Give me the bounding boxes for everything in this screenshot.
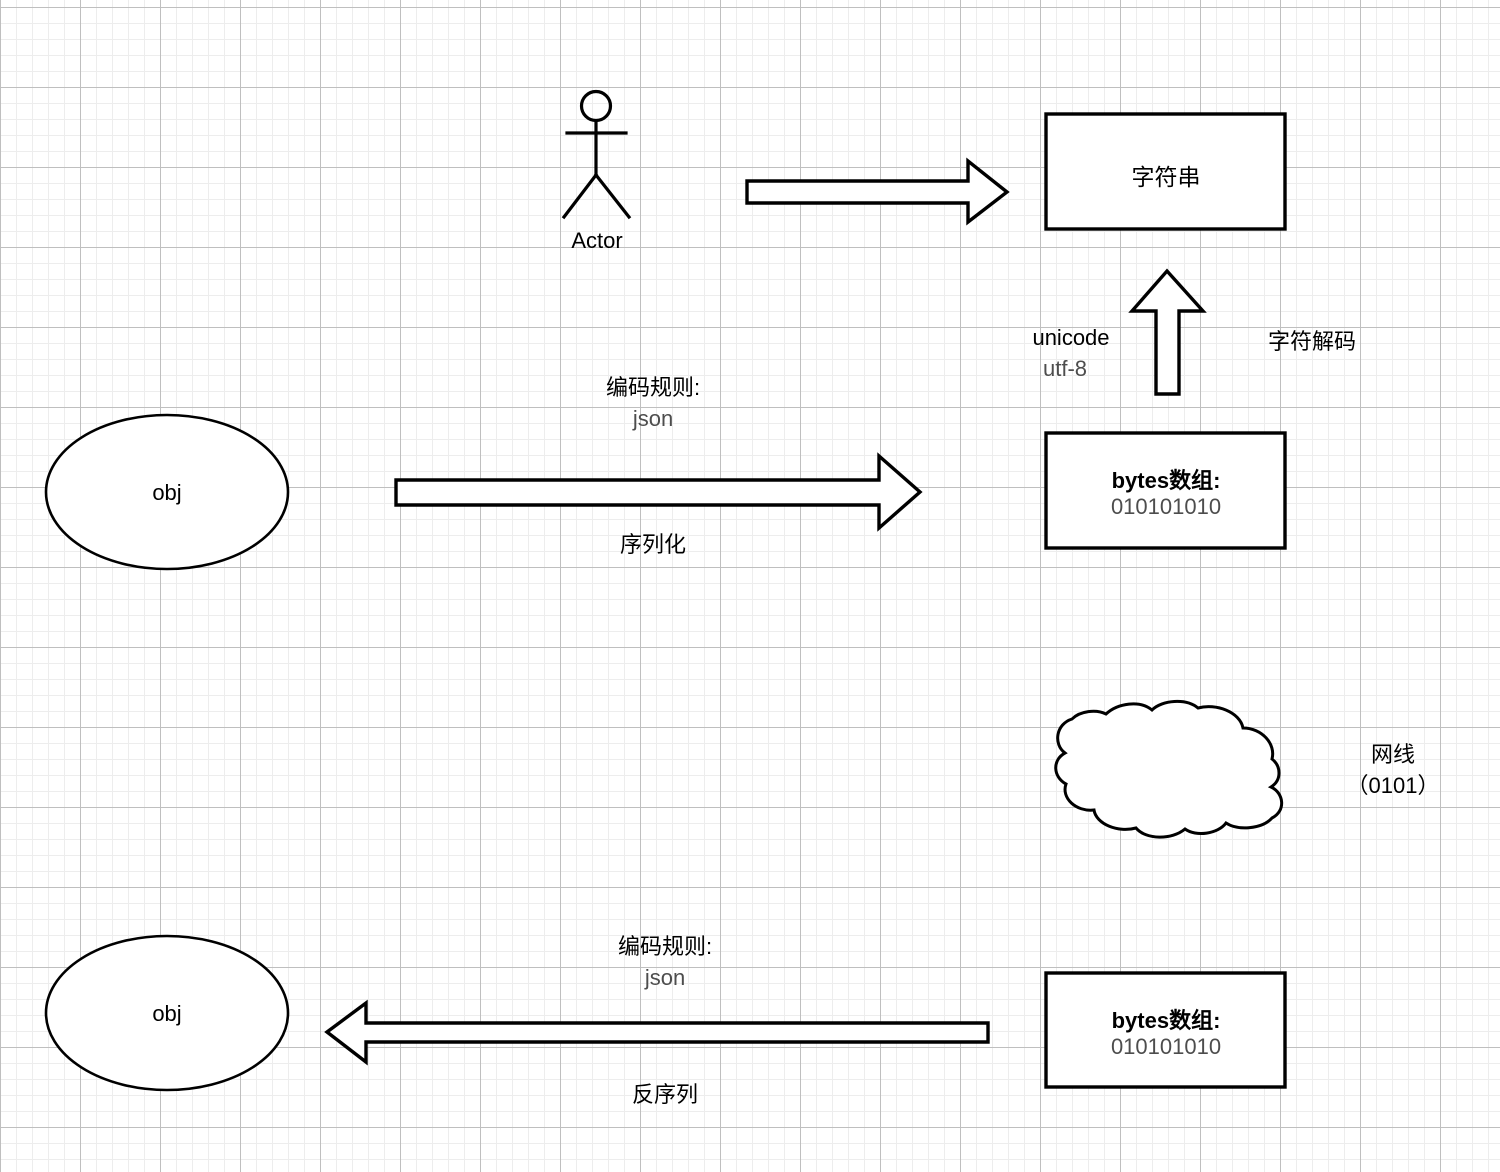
serialize-block-arrow-right-icon (394, 452, 923, 532)
deserialize-block-arrow-left-icon (324, 999, 990, 1066)
actor-label: Actor (571, 228, 623, 253)
block-arrow-up-icon (1128, 268, 1207, 396)
string-box-label: 字符串 (1131, 164, 1201, 190)
cloud-icon (1054, 700, 1284, 839)
unicode-label: unicode (1032, 325, 1110, 350)
encoding-rule-value-bottom: json (644, 965, 686, 990)
encoding-rule-label-top: 编码规则: (605, 375, 701, 400)
network-cable-label: 网线 (1370, 742, 1416, 767)
block-arrow-right-icon (745, 157, 1010, 226)
utf8-label: utf-8 (1042, 356, 1088, 381)
serialize-label: 序列化 (619, 532, 687, 557)
bytes-box-bottom-value: 010101010 (1110, 1034, 1222, 1059)
obj-label-bottom: obj (152, 1001, 182, 1026)
network-cable-value: （0101） (1346, 773, 1440, 798)
bytes-box-bottom-title: bytes数组: (1111, 1008, 1221, 1033)
character-decode-label: 字符解码 (1267, 329, 1357, 354)
bytes-box-top-title: bytes数组: (1111, 468, 1221, 493)
obj-label-top: obj (152, 480, 182, 505)
bytes-box-top-value: 010101010 (1110, 494, 1222, 519)
encoding-rule-value-top: json (632, 406, 674, 431)
stick-figure-actor-icon (561, 89, 632, 220)
encoding-rule-label-bottom: 编码规则: (617, 934, 713, 959)
deserialize-label: 反序列 (631, 1082, 699, 1107)
